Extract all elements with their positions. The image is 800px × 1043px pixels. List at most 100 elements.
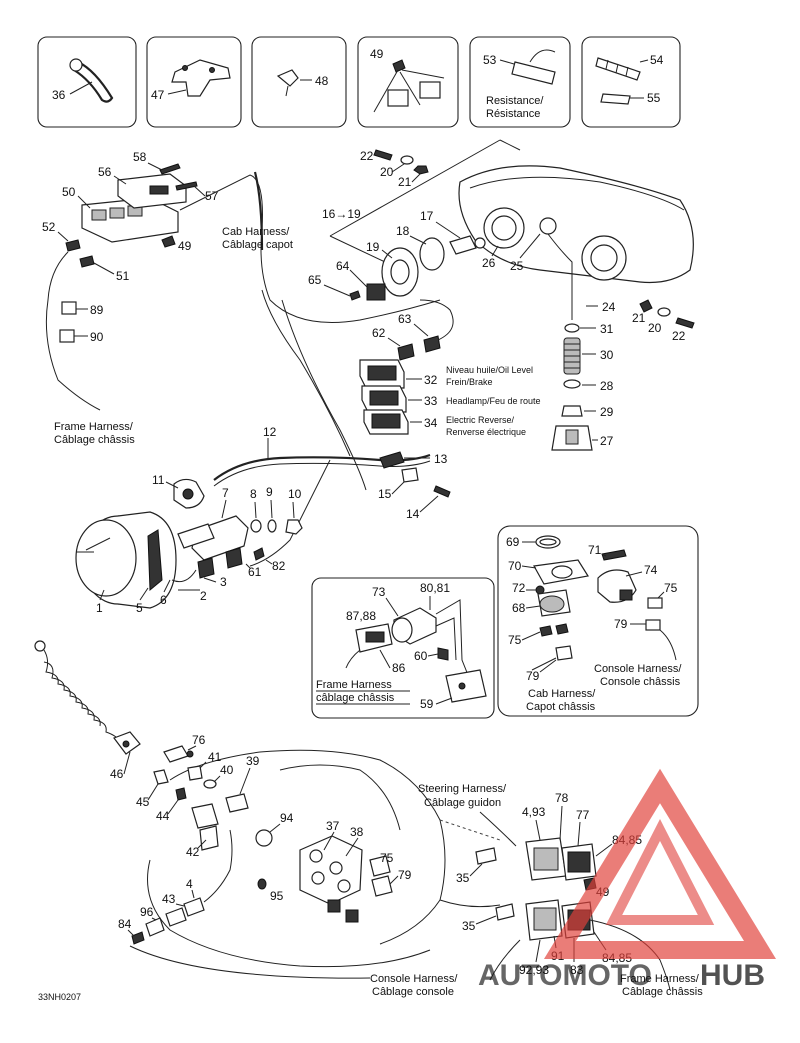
callout-62: 62 xyxy=(372,326,386,340)
switch-33-label: Headlamp/Feu de route xyxy=(446,396,541,406)
callout-96: 96 xyxy=(140,905,154,919)
callout-84: 84 xyxy=(118,917,132,931)
detail-box-54: 54 55 xyxy=(581,36,681,128)
callout-33: 33 xyxy=(424,394,438,408)
callout-75c: 75 xyxy=(380,851,394,865)
detail-box-47: 47 xyxy=(146,36,242,128)
console-harness-label-en: Console Harness/ xyxy=(370,973,458,985)
inset-box-console xyxy=(497,525,699,717)
callout-89: 89 xyxy=(90,303,104,317)
callout-51: 51 xyxy=(116,269,130,283)
callout-36: 36 xyxy=(52,88,66,102)
watermark-text-1: AUTOMOTO xyxy=(478,959,652,992)
callout-22a: 22 xyxy=(360,149,374,163)
callout-24: 24 xyxy=(602,300,616,314)
callout-63: 63 xyxy=(398,312,412,326)
callout-79c: 79 xyxy=(398,868,412,882)
callout-20a: 20 xyxy=(380,165,394,179)
callout-35a: 35 xyxy=(456,871,470,885)
steering-harness-label-fr: Câblage guidon xyxy=(424,797,501,809)
switch-32 xyxy=(359,359,405,389)
callout-27: 27 xyxy=(600,434,614,448)
inset-box-frame xyxy=(311,577,495,719)
callout-52: 52 xyxy=(42,220,56,234)
callout-39: 39 xyxy=(246,754,260,768)
callout-17: 17 xyxy=(420,209,434,223)
callout-26: 26 xyxy=(482,256,496,270)
callout-49b: 49 xyxy=(178,239,192,253)
callout-40: 40 xyxy=(220,763,234,777)
callout-47: 47 xyxy=(151,88,165,102)
console-box-label-en: Console Harness/ xyxy=(594,663,682,675)
callout-95: 95 xyxy=(270,889,284,903)
callout-73: 73 xyxy=(372,585,386,599)
callout-69: 69 xyxy=(506,535,520,549)
callout-44: 44 xyxy=(156,809,170,823)
connector-block-50 xyxy=(81,163,198,248)
callout-79a: 79 xyxy=(614,617,628,631)
callout-38: 38 xyxy=(350,825,364,839)
callout-16-19: 16→19 xyxy=(322,207,361,221)
callout-34: 34 xyxy=(424,416,438,430)
watermark-text-2: HUB xyxy=(700,959,765,992)
switch-34-label-fr: Renverse électrique xyxy=(446,427,526,437)
callout-59: 59 xyxy=(420,697,434,711)
callout-2: 2 xyxy=(200,589,207,603)
callout-6: 6 xyxy=(160,593,167,607)
callout-65: 65 xyxy=(308,273,322,287)
callout-49a: 49 xyxy=(370,47,384,61)
callout-10: 10 xyxy=(288,487,302,501)
cab-box-label-fr: Capot châssis xyxy=(526,701,596,713)
callout-77: 77 xyxy=(576,808,590,822)
callout-71: 71 xyxy=(588,543,602,557)
callout-13: 13 xyxy=(434,452,448,466)
callout-48: 48 xyxy=(315,74,329,88)
callout-20b: 20 xyxy=(648,321,662,335)
callout-75b: 75 xyxy=(508,633,522,647)
watermark-logo: AUTOMOTO HUB xyxy=(478,768,777,992)
callout-41: 41 xyxy=(208,750,222,764)
resistance-caption-fr: Résistance xyxy=(486,108,540,120)
callout-75a: 75 xyxy=(664,581,678,595)
detail-box-48: 48 xyxy=(251,36,347,128)
callout-25: 25 xyxy=(510,259,524,273)
cab-box-label-en: Cab Harness/ xyxy=(528,688,596,700)
callout-55: 55 xyxy=(647,91,661,105)
frame-box-label-en: Frame Harness xyxy=(316,679,392,691)
callout-86: 86 xyxy=(392,661,406,675)
callout-11: 11 xyxy=(152,473,165,487)
detail-box-49: 49 xyxy=(357,36,459,128)
callout-68: 68 xyxy=(512,601,526,615)
console-housing xyxy=(147,749,501,968)
callout-4-93: 4,93 xyxy=(522,805,546,819)
callout-15: 15 xyxy=(378,487,392,501)
gauge-1 xyxy=(75,511,177,609)
callout-76: 76 xyxy=(192,733,206,747)
switch-34 xyxy=(363,409,409,435)
callout-37: 37 xyxy=(326,819,340,833)
callout-58: 58 xyxy=(133,150,147,164)
callout-61: 61 xyxy=(248,565,262,579)
watermark-triangle-icon xyxy=(543,768,777,959)
callout-70: 70 xyxy=(508,559,522,573)
frame-harness-2-label-en: Frame Harness/ xyxy=(620,973,700,985)
spring-30 xyxy=(563,337,581,375)
callout-80-81: 80,81 xyxy=(420,581,450,595)
callout-83: 83 xyxy=(570,963,584,977)
callout-90: 90 xyxy=(90,330,104,344)
callout-21a: 21 xyxy=(398,175,412,189)
callout-53: 53 xyxy=(483,53,497,67)
callout-87-88: 87,88 xyxy=(346,609,376,623)
callout-30: 30 xyxy=(600,348,614,362)
frame-harness-label-fr: Câblage châssis xyxy=(54,434,135,446)
callout-31: 31 xyxy=(600,322,614,336)
callout-32: 32 xyxy=(424,373,438,387)
tether-cord xyxy=(34,640,141,755)
frame-box-label-fr: câblage châssis xyxy=(316,692,395,704)
callout-14: 14 xyxy=(406,507,420,521)
cab-harness-label-fr: Câblage capot xyxy=(222,239,293,251)
console-box-label-fr: Console châssis xyxy=(600,676,681,688)
callout-9: 9 xyxy=(266,485,273,499)
callout-42: 42 xyxy=(186,845,200,859)
